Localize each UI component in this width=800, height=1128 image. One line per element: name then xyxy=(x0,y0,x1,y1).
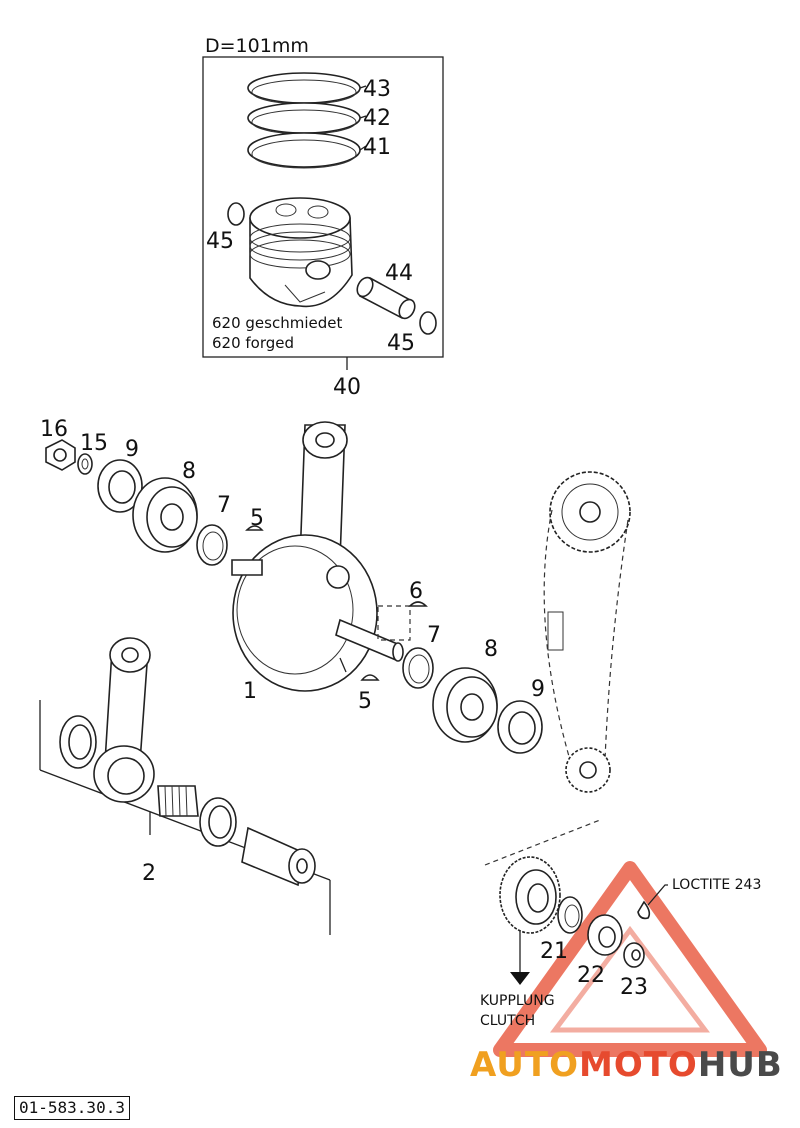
bearing-8-right xyxy=(432,667,498,743)
conrod-spare xyxy=(93,637,155,803)
thrust-washer-left xyxy=(59,715,97,769)
loctite-drop-icon xyxy=(637,884,668,920)
callout-6: 6 xyxy=(409,579,423,604)
loctite-label: LOCTITE 243 xyxy=(672,877,761,893)
circlip-45-left xyxy=(227,202,245,226)
callout-16: 16 xyxy=(40,417,68,442)
shim-7-left xyxy=(196,524,228,566)
watermark-moto: MOTO xyxy=(578,1045,698,1085)
piston-pin xyxy=(356,276,416,320)
primary-gear-leader xyxy=(484,819,601,985)
piston-rings xyxy=(247,72,361,169)
callout-8-right: 8 xyxy=(484,637,498,662)
watermark-triangle xyxy=(493,861,767,1057)
callout-2: 2 xyxy=(142,861,156,886)
key-6 xyxy=(408,601,428,607)
callout-1: 1 xyxy=(243,679,257,704)
shim-7-right xyxy=(402,647,434,689)
bearing-8-left xyxy=(132,477,198,553)
watermark-auto: AUTO xyxy=(470,1045,579,1085)
needle-bearing xyxy=(157,785,199,817)
crank-pin xyxy=(241,826,316,887)
timing-chain xyxy=(543,471,631,793)
callout-42: 42 xyxy=(363,106,391,131)
nut-23 xyxy=(623,942,645,968)
callout-5-bottom: 5 xyxy=(358,689,372,714)
callout-22: 22 xyxy=(577,963,605,988)
crank-key-dash xyxy=(377,605,411,641)
thrust-washer-right xyxy=(199,797,237,847)
watermark-wordmark: AUTOMOTOHUB xyxy=(470,1045,783,1085)
callout-5-top: 5 xyxy=(250,506,264,531)
callout-9-right: 9 xyxy=(531,677,545,702)
seal-9-left xyxy=(97,459,143,513)
nut-16 xyxy=(45,439,76,471)
callout-7-left: 7 xyxy=(217,493,231,518)
watermark-hub: HUB xyxy=(697,1045,783,1085)
primary-gear-21 xyxy=(499,856,561,934)
callout-9-left: 9 xyxy=(125,437,139,462)
washer-21 xyxy=(557,896,583,934)
callout-41: 41 xyxy=(363,135,391,160)
callout-7-right: 7 xyxy=(427,623,441,648)
callout-45-left: 45 xyxy=(206,229,234,254)
seal-9-right xyxy=(497,700,543,754)
callout-8-left: 8 xyxy=(182,459,196,484)
key-5-bottom xyxy=(360,674,380,681)
callout-44: 44 xyxy=(385,261,413,286)
piston-note-de: 620 geschmiedet xyxy=(212,314,342,332)
washer-22 xyxy=(587,914,623,956)
callout-21: 21 xyxy=(540,939,568,964)
callout-15: 15 xyxy=(80,431,108,456)
piston-kit-box xyxy=(202,56,444,370)
piston-note-en: 620 forged xyxy=(212,334,294,352)
key-5-top xyxy=(245,525,264,531)
washer-15 xyxy=(77,453,93,475)
circlip-45-right xyxy=(419,311,437,335)
piston xyxy=(249,197,353,308)
diameter-label: D=101mm xyxy=(205,35,309,57)
crankshaft xyxy=(231,421,404,692)
clutch-label-de: KUPPLUNG xyxy=(480,993,555,1009)
callout-43: 43 xyxy=(363,77,391,102)
callout-45-right: 45 xyxy=(387,331,415,356)
callout-40: 40 xyxy=(333,375,361,400)
callout-23: 23 xyxy=(620,975,648,1000)
ring-leaders xyxy=(359,85,367,151)
document-number: 01-583.30.3 xyxy=(14,1096,130,1120)
clutch-label-en: CLUTCH xyxy=(480,1013,535,1029)
